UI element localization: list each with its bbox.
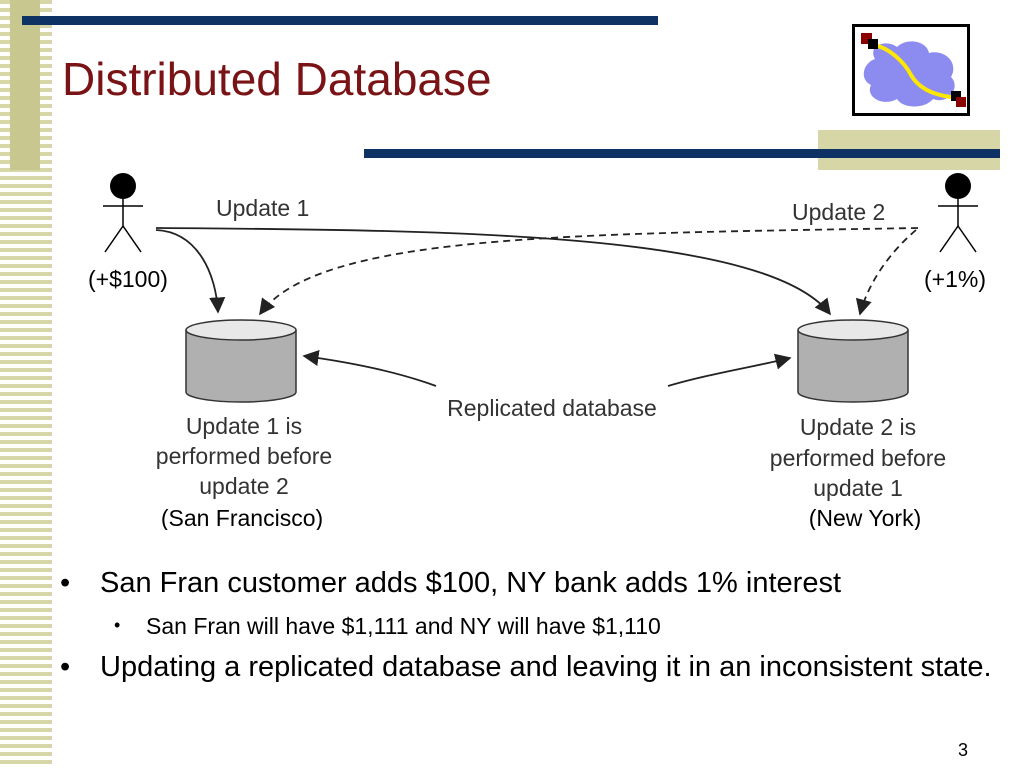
network-cloud-logo-icon — [852, 24, 970, 116]
left-decorative-block — [10, 0, 40, 170]
person-icon — [938, 173, 978, 253]
bullet-text: Updating a replicated database and leavi… — [100, 651, 992, 683]
database-cylinder-icon — [797, 319, 909, 403]
page-number: 3 — [958, 740, 969, 760]
middle-navy-bar — [364, 149, 1000, 158]
bullet-item: • San Fran customer adds $100, NY bank a… — [60, 566, 1000, 600]
slide-title: Distributed Database — [62, 53, 492, 105]
left-city-label: (San Francisco) — [161, 505, 323, 530]
bullet-dot-icon: • — [60, 567, 71, 599]
right-city-label: (New York) — [809, 505, 921, 530]
left-result-line: Update 1 is — [186, 413, 302, 439]
node-icon — [868, 39, 878, 49]
update1-label: Update 1 — [216, 195, 309, 221]
right-result-line: Update 2 is — [800, 414, 916, 440]
top-navy-bar — [22, 16, 658, 25]
update2-label: Update 2 — [792, 199, 885, 225]
left-amount: (+$100) — [88, 266, 168, 292]
bullet-dot-icon: • — [114, 615, 121, 635]
replication-diagram: Update 1 Update 2 (+$100) (+1%) Replicat… — [68, 134, 1002, 530]
node-icon — [861, 33, 872, 44]
node-icon — [956, 97, 966, 107]
update2-remote-arrow — [259, 227, 919, 316]
right-result-line: performed before — [770, 445, 946, 471]
update2-local-arrow — [855, 229, 917, 316]
update1-remote-arrow — [155, 227, 831, 316]
replicated-database-label: Replicated database — [447, 395, 657, 421]
database-cylinder-icon — [185, 319, 297, 403]
right-result-line: update 1 — [813, 475, 903, 501]
bullet-text: San Fran customer adds $100, NY bank add… — [100, 567, 842, 599]
replication-right-arrow — [667, 353, 792, 387]
bullet-item: • Updating a replicated database and lea… — [60, 650, 1000, 684]
bullet-list: • San Fran customer adds $100, NY bank a… — [60, 566, 1000, 696]
left-result-line: update 2 — [199, 473, 289, 499]
right-amount: (+1%) — [924, 266, 986, 292]
route-line — [872, 43, 952, 99]
replication-left-arrow — [302, 349, 437, 387]
bullet-dot-icon: • — [60, 651, 71, 683]
sub-bullet-item: • San Fran will have $1,111 and NY will … — [60, 612, 1000, 640]
node-icon — [951, 91, 961, 101]
person-icon — [103, 173, 143, 253]
left-result-line: performed before — [156, 443, 332, 469]
update1-local-arrow — [155, 229, 226, 314]
sub-bullet-text: San Fran will have $1,111 and NY will ha… — [146, 613, 661, 639]
